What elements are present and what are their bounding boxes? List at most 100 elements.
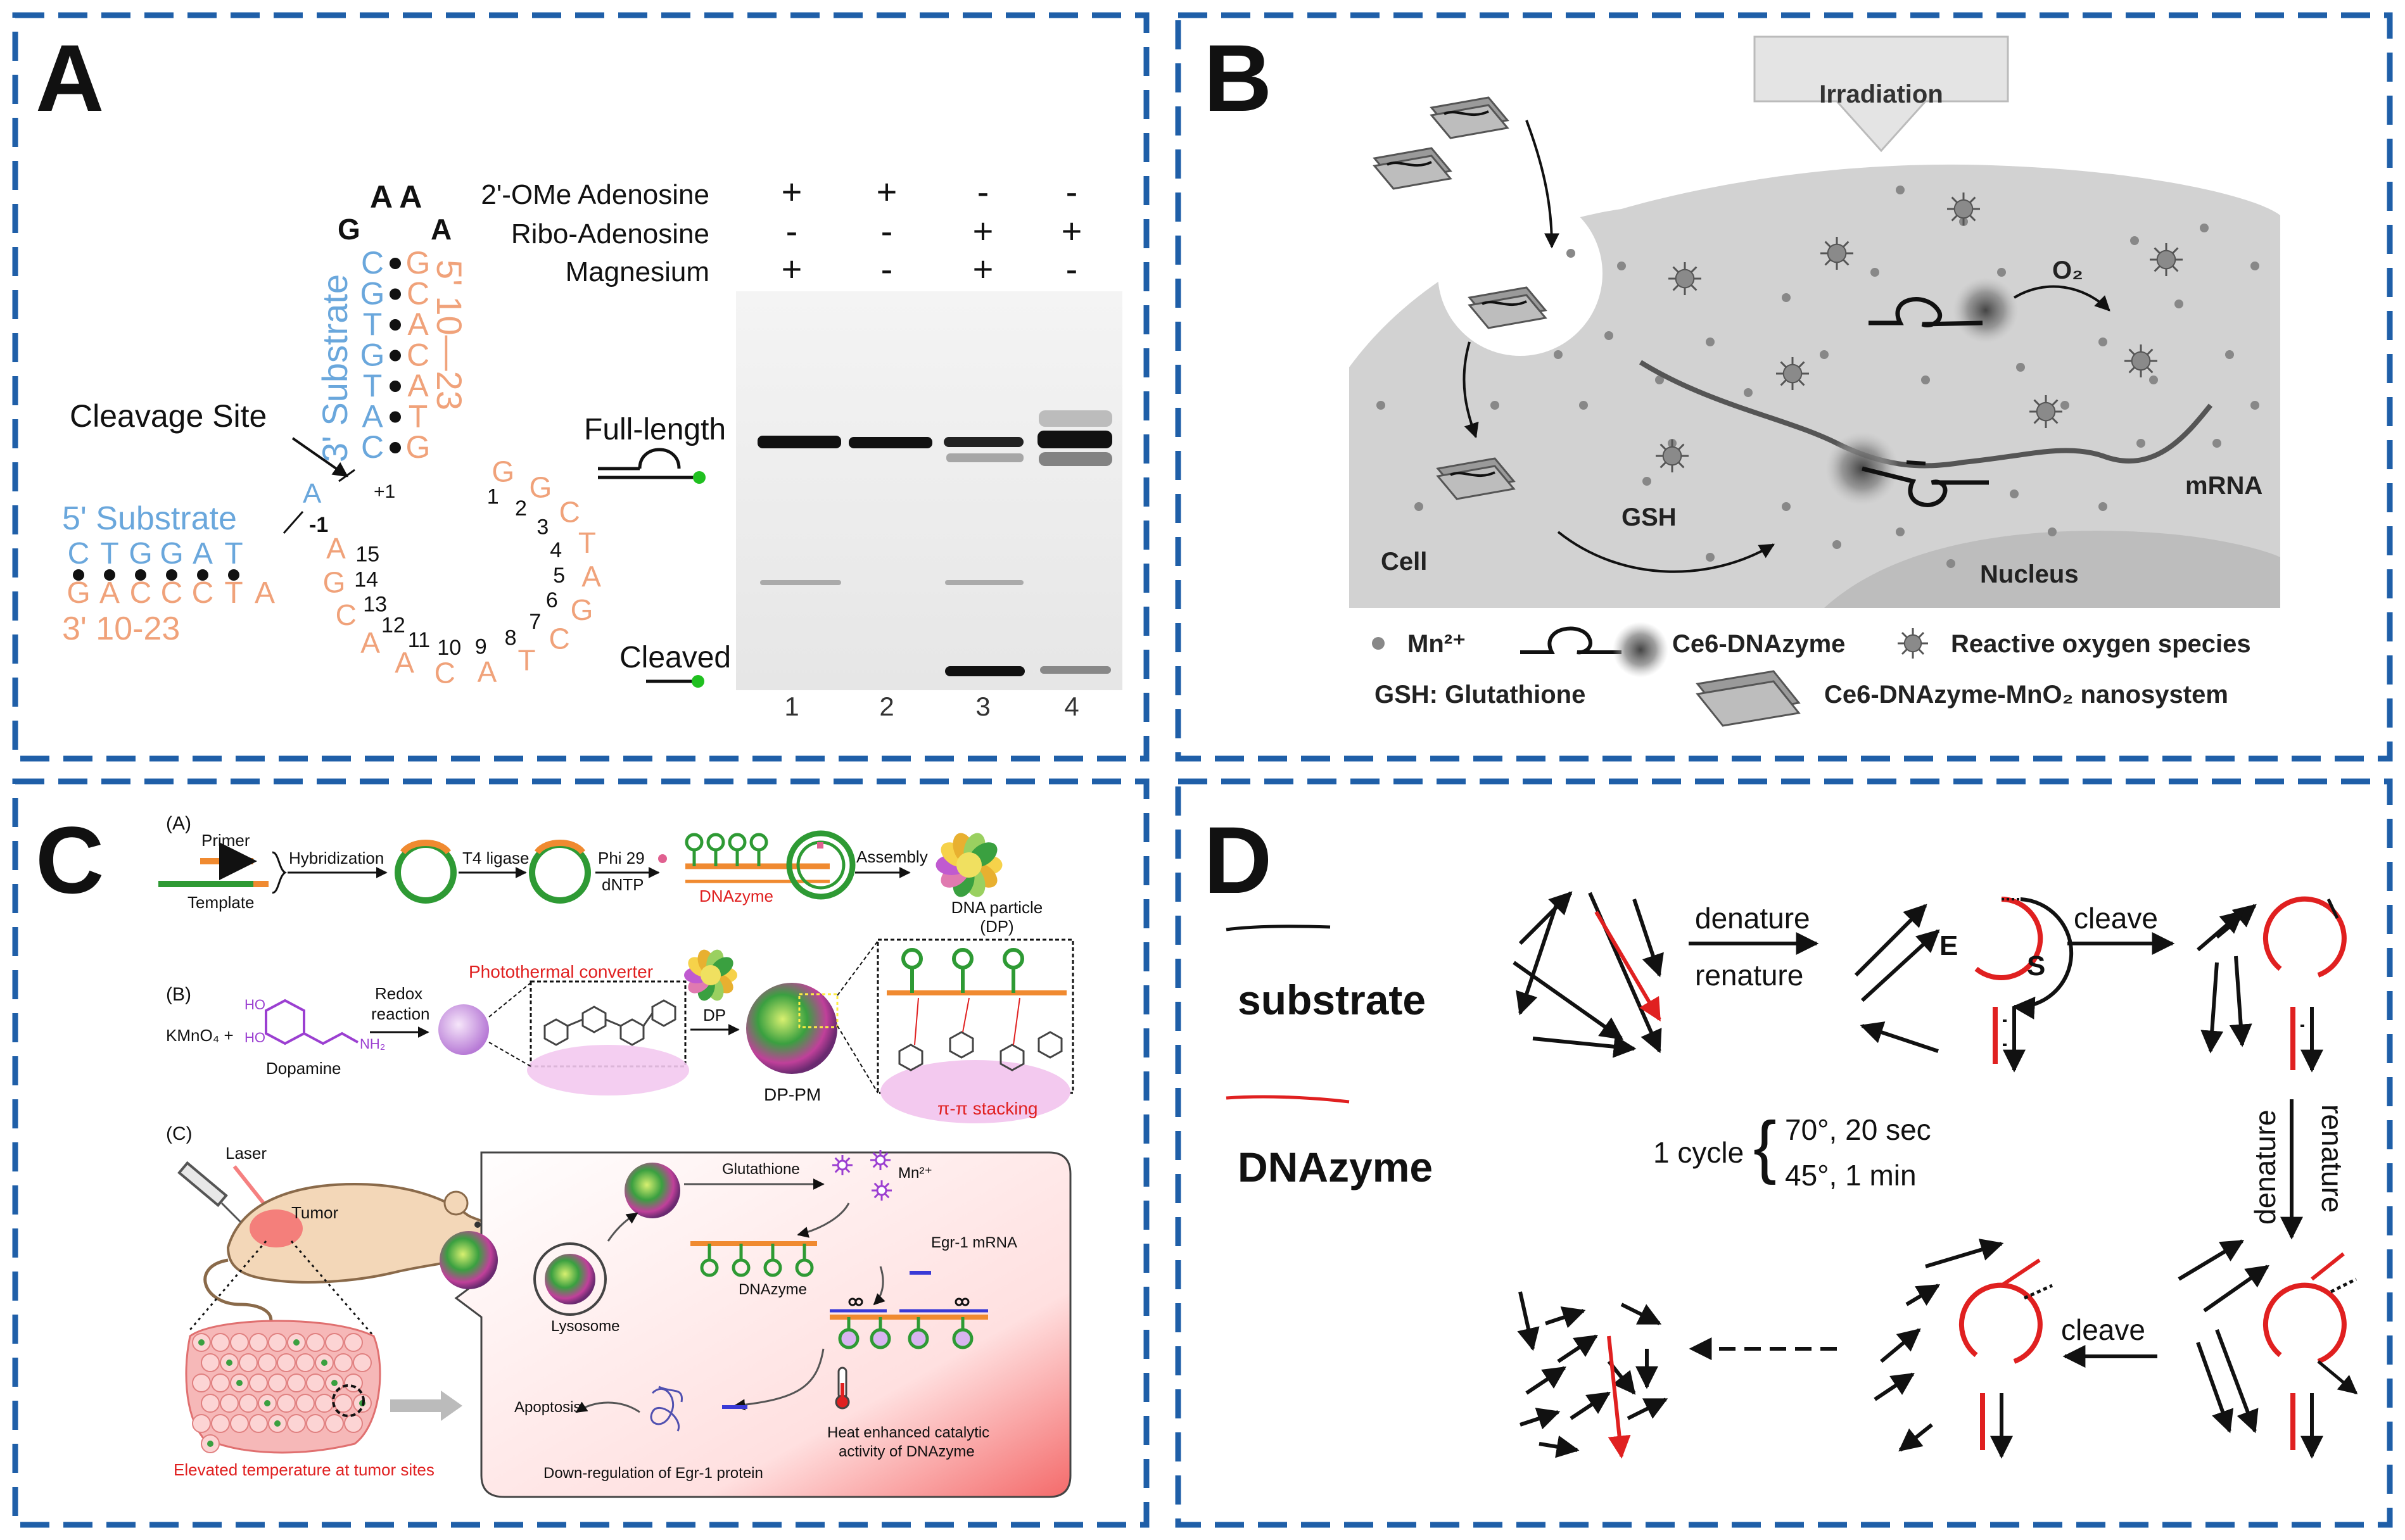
glutathione-label: Glutathione [722,1161,800,1178]
process-box [454,1151,1072,1498]
legend-mn-dot [1372,637,1385,650]
reaction-label: reaction [371,1004,430,1023]
tissue-cell [287,1414,306,1433]
mn-dot [1820,350,1829,359]
tissue-cells [192,1333,372,1453]
rca-product [685,830,856,900]
loop-base: G [571,593,593,626]
stem-left-base: A [362,399,383,434]
nanosheet [1430,96,1509,139]
tissue-cell [211,1414,230,1433]
band-cleaved-lane4 [1040,666,1111,674]
mn-dot [2060,401,2069,410]
mn-dot [1832,540,1841,549]
redox-label: Redox [375,984,422,1003]
heat-label-2: activity of DNAzyme [839,1443,975,1460]
loop-number: 4 [550,538,562,562]
legend-dnazyme: DNAzyme [1238,1144,1433,1190]
legend-nanosystem: Ce6-DNAzyme-MnO₂ nanosystem [1824,681,2228,709]
stem-right-base: A [407,306,429,342]
panel-c: C (A) Primer Template Hybridization T4 l… [35,807,1074,1498]
cleavage-site-label: Cleavage Site [70,398,267,434]
nanosheet [1373,147,1452,190]
pm-zoom-base [527,1045,689,1095]
gsh-label: GSH [1621,503,1677,531]
zoom-line-right [290,1240,375,1337]
panel-a-frame [12,12,1150,762]
mn-label-c: Mn²⁺ [898,1164,932,1182]
legend-nanosheet [1696,670,1801,727]
loop-base: T [517,643,535,676]
ce6-dnazyme-top [1869,297,1983,327]
ce6-glow-top [1953,277,2019,343]
ros-star [1947,192,1980,225]
loop-base: G [323,566,346,599]
loop-base: C [336,598,357,631]
legend-ros-star-shape [1898,628,1928,659]
loop-number: 15 [355,543,379,567]
mn-dot [2048,527,2057,536]
ce6-dnazyme-bound [1862,466,1989,507]
stem-dots [390,258,401,453]
ros-stars [1656,192,2183,472]
gel-sign: + [782,249,803,289]
band-faint-lane3b [945,580,1024,585]
denature-label-v: denature [2249,1109,2281,1225]
tissue-particle [321,1360,327,1366]
substrate5-base: T [100,537,118,571]
laser-label: Laser [225,1144,267,1163]
gel-sign: - [881,249,893,289]
tissue-cell [201,1394,220,1413]
mn-dot [2200,224,2209,232]
s-label: S [2027,950,2045,981]
connector-line [282,511,304,534]
full-length-icon [598,448,706,484]
stem-right-base: A [407,368,429,403]
scissors [848,1297,970,1306]
panel-d: D substrate DNAzyme denature renature [1203,807,2358,1459]
mn-dot [1946,559,1955,568]
e-label: E [1939,930,1958,961]
state6-fragments [1517,1291,1668,1458]
loop-a: A [431,213,452,246]
ho2-label: HO [244,1030,265,1045]
loop-base: C [559,495,580,528]
minus1-label: -1 [309,513,328,537]
nanosheet [1436,457,1516,500]
unpaired-a: A [303,478,322,509]
gel-sign: + [877,172,898,211]
mn-dot [2016,363,2025,372]
cleave-label-2: cleave [2061,1313,2145,1346]
loop-number: 13 [363,592,387,616]
mn-star [870,1150,891,1170]
tissue-particle [236,1380,243,1386]
substrate5-base: C [68,537,90,571]
photothermal-label: Photothermal converter [469,962,653,981]
state2-complex [1854,897,2074,1073]
arm-pair-dot [228,569,239,581]
to-protein-arrow [733,1348,825,1411]
tissue-cell [315,1394,334,1413]
kmno4-label: KMnO₄ + [166,1026,234,1045]
mn-dot [1376,401,1385,410]
ros-star [2124,344,2157,377]
particle-core [701,965,721,985]
mn-dot [1921,376,1930,384]
mn-dot [1490,401,1499,410]
o2-arrow [2013,285,2110,312]
stem-left-base: C [361,429,384,465]
cycle-label: 1 cycle [1653,1136,1744,1169]
plus1-label: +1 [374,481,395,502]
particle-core [956,852,982,878]
pair-dot [390,381,401,392]
gel-sign: - [881,211,893,251]
tissue-cell [268,1373,287,1392]
legend-dnazyme-line [1226,1095,1350,1104]
band-full-lane2 [849,437,932,448]
apoptosis-label: Apoptosis [514,1399,581,1416]
mn-dot [1896,527,1905,536]
tissue-cell [201,1353,220,1372]
cleavage-arrow [291,437,348,477]
